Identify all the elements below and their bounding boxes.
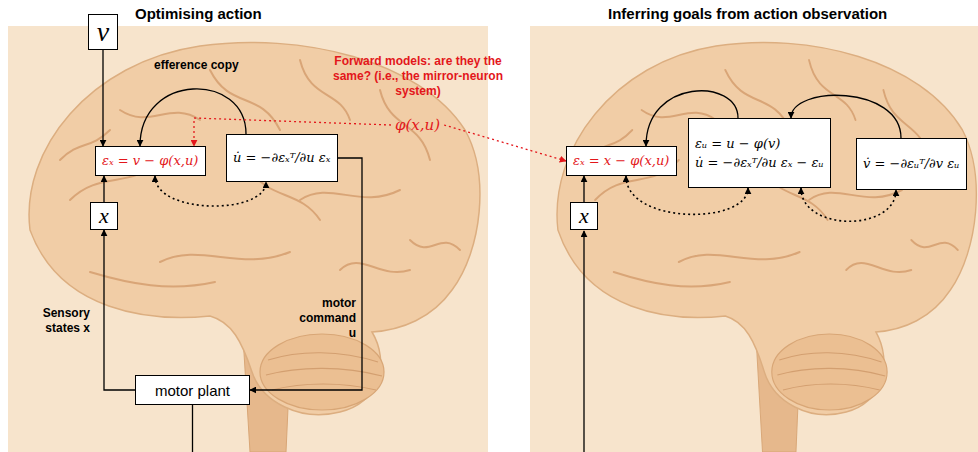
prediction-error-box: εₓ = x − φ(x,u) [566, 146, 677, 176]
update-box: v̇ = −∂εᵤᵀ/∂v εᵤ [856, 138, 967, 190]
node-text: u̇ = −∂εₓᵀ/∂u εₓ − εᵤ [695, 153, 824, 173]
input-line [583, 231, 584, 452]
node-text: x [99, 204, 109, 228]
update-box: u̇ = −∂εₓᵀ/∂u εₓ [226, 134, 338, 182]
node-text: x [579, 204, 589, 228]
edge-label: efference copy [154, 58, 239, 73]
signal-arrow [102, 50, 103, 146]
annotation-note: Forward models: are they the same? (i.e.… [316, 54, 520, 99]
goal-box: v [88, 14, 118, 50]
node-text: motor plant [155, 382, 230, 399]
node-text: εₓ = x − φ(x,u) [573, 151, 669, 171]
node-text: u̇ = −∂εₓᵀ/∂u εₓ [233, 148, 330, 168]
forward-model-label: φ(x,u) [395, 116, 440, 134]
node-text: v̇ = −∂εᵤᵀ/∂v εᵤ [863, 154, 959, 174]
edge-label: Sensory states x [24, 306, 90, 336]
state-box: x [90, 202, 118, 230]
signal-arrow [250, 158, 362, 390]
node-text: εᵤ = u − φ(v) [695, 134, 780, 154]
signal-arrow [103, 176, 104, 202]
signal-arrow [104, 230, 135, 390]
leader-line [444, 125, 566, 161]
update-box: εᵤ = u − φ(v)u̇ = −∂εₓᵀ/∂u εₓ − εᵤ [688, 118, 831, 188]
panel-title: Optimising action [135, 5, 262, 22]
signal-arrow [583, 176, 584, 202]
state-box: x [570, 202, 598, 230]
node-text: v [97, 17, 109, 48]
brain-drawing [29, 43, 480, 452]
output-line [192, 405, 193, 452]
plant-box: motor plant [135, 375, 250, 405]
node-text: εₓ = v − φ(x,u) [102, 151, 198, 171]
prediction-error-box: εₓ = v − φ(x,u) [95, 146, 206, 176]
message-arrow [801, 188, 896, 221]
brain-drawing [557, 43, 976, 452]
edge-label: motor command u [294, 296, 356, 341]
panel-ground [530, 26, 978, 452]
panel-title: Inferring goals from action observation [608, 5, 887, 22]
